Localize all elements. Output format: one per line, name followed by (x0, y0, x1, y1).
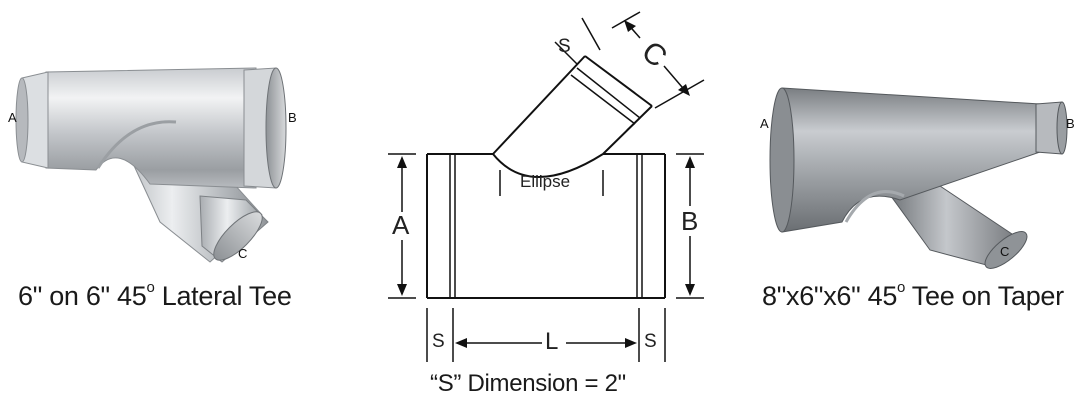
right-photo-caption: 8"x6"x6" 45o Tee on Taper (762, 279, 1064, 312)
right-caption-main: 8"x6"x6" 45 (762, 281, 898, 311)
ellipse-label: Ellipse (520, 172, 571, 191)
left-caption-degree: o (146, 279, 155, 296)
lateral-tee-body (15, 67, 287, 263)
left-port-b-label: B (288, 110, 297, 125)
dim-s-left-label: S (432, 331, 445, 352)
left-photo-caption: 6" on 6" 45o Lateral Tee (18, 279, 292, 312)
left-caption-main: 6" on 6" 45 (18, 281, 147, 311)
right-port-a-label: A (760, 116, 769, 131)
left-caption-rest: Lateral Tee (154, 281, 292, 311)
right-port-b-label: B (1066, 116, 1075, 131)
tee-dimension-drawing (388, 11, 705, 362)
dim-a-label: A (392, 210, 410, 240)
right-caption-degree: o (897, 279, 906, 296)
right-port-c-label: C (1000, 244, 1010, 259)
left-port-a-label: A (8, 110, 17, 125)
right-caption-rest: Tee on Taper (905, 281, 1064, 311)
dimension-arrowheads (397, 20, 695, 348)
dim-s-top-label: S (558, 36, 571, 57)
s-dimension-footnote: “S” Dimension = 2" (430, 370, 626, 397)
taper-tee-body (769, 87, 1068, 269)
dim-s-right-label: S (644, 331, 657, 352)
dim-l-label: L (545, 328, 559, 355)
left-port-c-label: C (238, 246, 248, 261)
dim-b-label: B (681, 206, 699, 236)
